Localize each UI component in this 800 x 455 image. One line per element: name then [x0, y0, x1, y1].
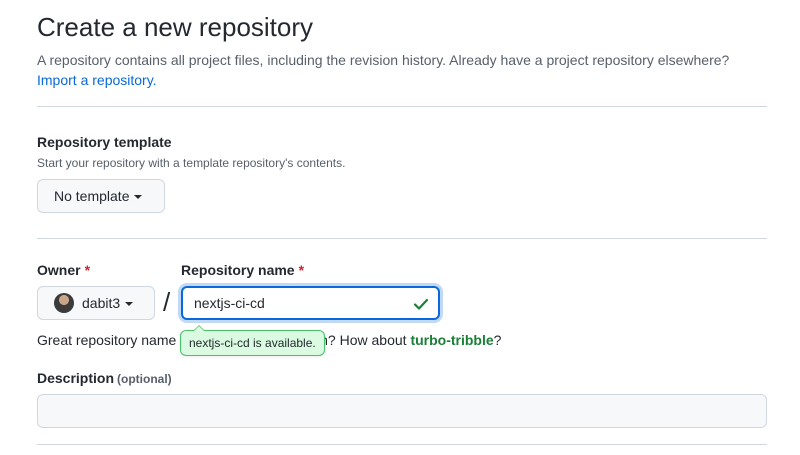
avatar: [54, 293, 74, 313]
divider: [37, 106, 767, 107]
repository-name-field[interactable]: [181, 286, 440, 320]
hint-prefix: Great repository name: [37, 332, 177, 348]
repository-name-input[interactable]: [183, 294, 406, 312]
suggested-name-link[interactable]: turbo-tribble: [410, 332, 494, 348]
owner-label: Owner*: [37, 262, 90, 278]
availability-tooltip: nextjs-ci-cd is available.: [180, 325, 325, 356]
check-icon: [413, 298, 429, 310]
description-input[interactable]: [37, 394, 767, 428]
template-select-button[interactable]: No template: [37, 179, 165, 213]
hint-suffix: ?: [493, 332, 502, 348]
description-label: Description(optional): [37, 370, 172, 386]
page-title: Create a new repository: [37, 12, 314, 42]
repository-name-label-text: Repository name: [181, 262, 295, 278]
import-repository-link[interactable]: Import a repository.: [37, 72, 157, 88]
required-marker: *: [298, 262, 305, 278]
caret-down-icon: [125, 301, 134, 306]
page-description: A repository contains all project files,…: [37, 52, 730, 68]
description-label-text: Description: [37, 370, 115, 386]
template-label: Repository template: [37, 134, 172, 150]
template-note: Start your repository with a template re…: [37, 156, 346, 170]
owner-repo-separator: /: [163, 287, 171, 317]
divider: [37, 238, 767, 239]
divider: [37, 444, 767, 445]
caret-down-icon: [134, 194, 143, 199]
owner-select-button[interactable]: dabit3: [37, 286, 155, 320]
repository-name-label: Repository name*: [181, 262, 304, 278]
template-select-label: No template: [54, 188, 130, 204]
optional-marker: (optional): [117, 372, 172, 386]
required-marker: *: [84, 262, 91, 278]
owner-select-label: dabit3: [82, 295, 121, 311]
owner-label-text: Owner: [37, 262, 81, 278]
